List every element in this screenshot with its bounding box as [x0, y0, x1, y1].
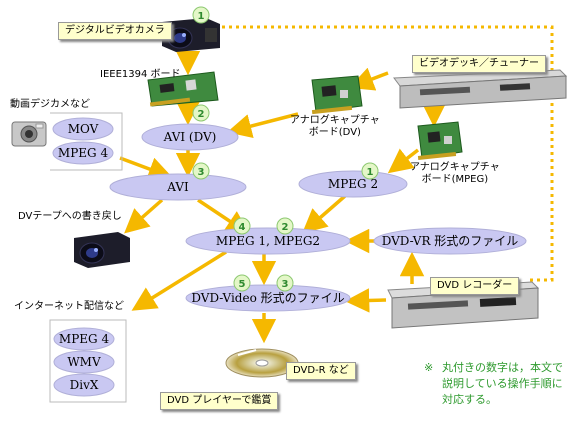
- format-mpeg12: MPEG 1, MPEG2: [215, 234, 321, 248]
- svg-text:4: 4: [239, 222, 246, 233]
- arrow-recorder-to-dvdvideo: [344, 288, 387, 313]
- label-dvd-player-viewing: DVD プレイヤーで鑑賞: [160, 392, 279, 410]
- bracket-camera-formats: [50, 112, 123, 171]
- label-dvdr-etc: DVD-R など: [286, 362, 356, 380]
- video-deck-icon: [393, 69, 568, 109]
- dv-camcorder-icon: [74, 232, 130, 268]
- step-badge-mpeg12-a: 4: [233, 217, 251, 235]
- label-digital-video-camera: デジタルビデオカメラ: [58, 22, 172, 40]
- label-ieee1394-board: IEEE1394 ボード: [100, 69, 181, 80]
- arrow-analog-mpeg-to-mpeg2: [387, 148, 420, 174]
- format-mpeg4-net: MPEG 4: [58, 332, 110, 346]
- digital-still-camera-icon: [11, 121, 47, 147]
- arrow-avi-to-dvtape: [124, 198, 164, 234]
- svg-text:3: 3: [198, 167, 205, 178]
- note-line-2: 説明している操作手順に: [442, 377, 563, 390]
- ieee1394-board-icon: [147, 71, 219, 107]
- format-avi-dv: AVI (DV): [163, 130, 217, 144]
- bracket-internet-formats: [49, 319, 127, 403]
- label-analog-capture-mpeg: アナログキャプチャ ボード(MPEG): [410, 162, 500, 185]
- note-mark: ※: [424, 361, 434, 374]
- arrow-deck-to-analog-dv: [349, 67, 389, 91]
- svg-text:2: 2: [282, 222, 289, 233]
- format-mov: MOV: [67, 122, 99, 136]
- label-analog-capture-dv: アナログキャプチャ ボード(DV): [290, 115, 380, 138]
- ellipse-avi: [109, 173, 247, 201]
- ellipse-mpeg4-net: [53, 327, 115, 351]
- note-line-3: 対応する。: [442, 393, 497, 406]
- format-mpeg4-cam: MPEG 4: [57, 146, 109, 160]
- video-camera-icon: [162, 18, 220, 52]
- svg-text:5: 5: [239, 279, 246, 290]
- step-number-badges: 1 2 3 1 4 2 5 3: [192, 6, 379, 292]
- step-badge-mpeg2: 1: [361, 162, 379, 180]
- dotted-connection-line: [222, 25, 554, 282]
- label-dv-tape-writeback: DVテープへの書き戻し: [18, 211, 122, 222]
- analog-capture-board-dv-icon: [311, 75, 363, 115]
- ellipse-dvdvr: [373, 227, 527, 255]
- label-internet-distribution: インターネット配信など: [14, 301, 124, 312]
- flow-arrows: [119, 50, 447, 344]
- svg-text:1: 1: [198, 11, 205, 22]
- format-ellipses: [52, 117, 527, 397]
- ellipse-mpeg12: [185, 227, 351, 255]
- svg-text:1: 1: [367, 167, 374, 178]
- arrow-mpeg2-to-mpeg12: [302, 194, 347, 234]
- arrow-analog-dv-to-avidv: [226, 112, 299, 139]
- arrow-cam-formats-to-avi: [119, 156, 173, 181]
- step-badge-avi-dv: 2: [192, 104, 210, 122]
- svg-text:3: 3: [282, 279, 289, 290]
- format-avi: AVI: [167, 180, 189, 194]
- ellipse-dvdvideo: [185, 284, 351, 312]
- step-badge-dvdvideo-b: 3: [276, 274, 294, 292]
- svg-text:2: 2: [198, 109, 205, 120]
- format-mpeg2: MPEG 2: [327, 177, 379, 191]
- note-line-1: 丸付きの数字は，本文で: [442, 361, 563, 374]
- ellipse-avi-dv: [141, 123, 239, 151]
- ellipse-divx: [53, 373, 115, 397]
- step-badge-camera: 1: [192, 6, 210, 24]
- step-badge-avi: 3: [192, 162, 210, 180]
- label-dvd-recorder: DVD レコーダー: [430, 277, 520, 295]
- format-dvdvideo-file: DVD-Video 形式のファイル: [191, 291, 345, 305]
- analog-capture-board-mpeg-icon: [417, 121, 463, 160]
- label-video-deck-tuner: ビデオデッキ／チューナー: [412, 55, 546, 73]
- format-dvdvr-file: DVD-VR 形式のファイル: [381, 234, 519, 248]
- ellipse-mpeg4-cam: [52, 141, 114, 165]
- step-badge-dvdvideo-a: 5: [233, 274, 251, 292]
- group-brackets: [49, 112, 127, 403]
- ellipse-wmv: [53, 350, 115, 374]
- ellipse-mpeg2: [298, 170, 408, 198]
- ellipse-mov: [52, 117, 114, 141]
- format-wmv: WMV: [67, 355, 101, 369]
- arrow-mpeg12-to-internet: [131, 250, 227, 311]
- format-divx: DivX: [69, 378, 99, 392]
- label-digital-camera-etc: 動画デジカメなど: [10, 99, 90, 110]
- dvd-disc-icon: [225, 348, 299, 378]
- step-badge-mpeg12-b: 2: [276, 217, 294, 235]
